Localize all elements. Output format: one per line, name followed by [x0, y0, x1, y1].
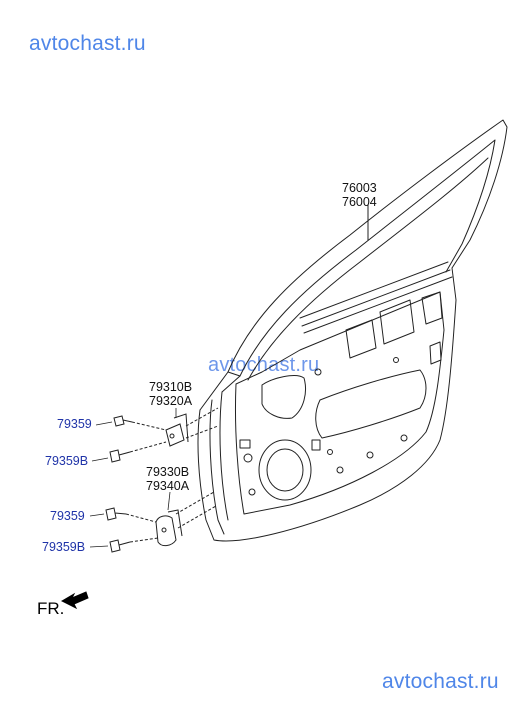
front-arrow-icon	[60, 591, 89, 610]
label-door-panel-1: 76003	[342, 181, 377, 195]
label-upper-hinge-2: 79320A	[149, 394, 193, 408]
label-bolt-upper-1: 79359	[57, 417, 92, 431]
belt-line	[299, 261, 453, 334]
access-hole	[315, 369, 427, 439]
window-frame-inner	[239, 139, 496, 377]
watermark-bottom: avtochast.ru	[382, 670, 499, 693]
label-upper-hinge: 79310B 79320A	[149, 380, 192, 408]
label-lower-hinge-1: 79330B	[146, 465, 190, 479]
watermark-middle: avtochast.ru	[208, 354, 320, 376]
bolt-upper-2	[109, 449, 131, 463]
watermark-top: avtochast.ru	[29, 32, 146, 55]
label-lower-hinge: 79330B 79340A	[146, 465, 189, 493]
window-frame-outer	[227, 119, 508, 373]
door-outer-edge	[197, 267, 457, 542]
bolts	[105, 415, 167, 553]
label-door-panel-2: 76004	[342, 195, 377, 209]
bolt-lower-2	[109, 539, 131, 553]
label-lower-hinge-2: 79340A	[146, 479, 190, 493]
speaker-opening	[258, 439, 312, 501]
lower-hinge	[155, 491, 217, 547]
upper-hinge	[165, 407, 219, 447]
label-bolt-lower-1: 79359	[50, 509, 85, 523]
label-upper-hinge-1: 79310B	[149, 380, 193, 394]
bolt-lower-1	[105, 507, 127, 521]
front-direction-label: FR.	[37, 599, 65, 618]
bolt-upper-1	[113, 415, 133, 427]
label-bolt-upper-2: 79359B	[45, 454, 89, 468]
label-door-panel: 76003 76004	[342, 181, 377, 209]
label-bolt-lower-2: 79359B	[42, 540, 86, 554]
